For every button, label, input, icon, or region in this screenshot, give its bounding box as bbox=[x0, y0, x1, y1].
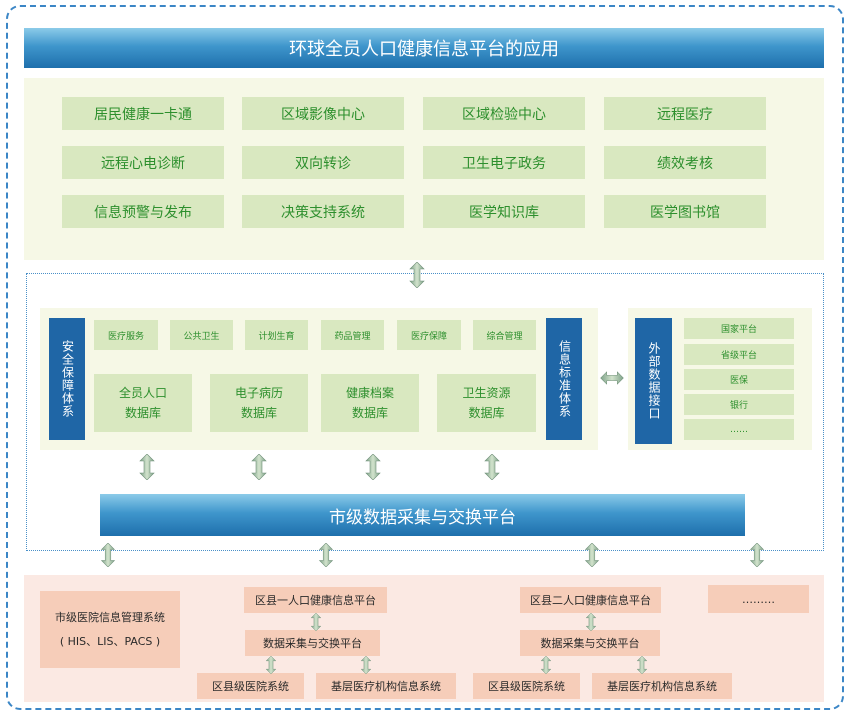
db-emr[interactable]: 电子病历 数据库 bbox=[210, 374, 308, 432]
security-system-label: 安全保障体系 bbox=[60, 340, 75, 418]
db-health-resource-line1: 卫生资源 bbox=[462, 386, 511, 400]
double-arrow-icon bbox=[749, 543, 765, 567]
db-health-record[interactable]: 健康档案 数据库 bbox=[321, 374, 419, 432]
app-early-warning[interactable]: 信息预警与发布 bbox=[62, 195, 224, 228]
double-arrow-icon bbox=[251, 454, 267, 480]
double-arrow-icon bbox=[265, 656, 277, 674]
app-imaging-center[interactable]: 区域影像中心 bbox=[242, 97, 404, 130]
outer-frame bbox=[6, 5, 844, 710]
platform-application-title: 环球全员人口健康信息平台的应用 bbox=[289, 39, 559, 60]
city-hospital-his-systems: ( HIS、LIS、PACS ) bbox=[59, 634, 161, 648]
double-arrow-icon bbox=[318, 543, 334, 567]
double-arrow-icon bbox=[540, 656, 552, 674]
external-interface-label: 外部数据接口 bbox=[647, 342, 661, 420]
app-knowledge-base[interactable]: 医学知识库 bbox=[423, 195, 585, 228]
county1-hospital-system[interactable]: 区县级医院系统 bbox=[197, 673, 304, 699]
double-arrow-horizontal-icon bbox=[600, 371, 624, 385]
info-standard-bar: 信息标准体系 bbox=[546, 318, 582, 440]
app-telemedicine[interactable]: 远程医疗 bbox=[604, 97, 766, 130]
app-medical-library[interactable]: 医学图书馆 bbox=[604, 195, 766, 228]
external-interface-bar: 外部数据接口 bbox=[635, 318, 672, 444]
app-health-card[interactable]: 居民健康一卡通 bbox=[62, 97, 224, 130]
db-population-line1: 全员人口 bbox=[118, 386, 167, 400]
county2-grassroots-system[interactable]: 基层医疗机构信息系统 bbox=[592, 673, 732, 699]
db-emr-line1: 电子病历 bbox=[234, 386, 283, 400]
ext-more[interactable]: …… bbox=[684, 419, 794, 440]
db-population-line2: 数据库 bbox=[124, 406, 161, 420]
double-arrow-icon bbox=[585, 613, 597, 631]
double-arrow-icon bbox=[139, 454, 155, 480]
county2-health-platform[interactable]: 区县二人口健康信息平台 bbox=[520, 587, 661, 613]
db-population[interactable]: 全员人口 数据库 bbox=[94, 374, 192, 432]
app-remote-ecg[interactable]: 远程心电诊断 bbox=[62, 146, 224, 179]
double-arrow-icon bbox=[365, 454, 381, 480]
county1-exchange-platform[interactable]: 数据采集与交换平台 bbox=[245, 630, 380, 656]
double-arrow-icon bbox=[100, 543, 116, 567]
biz-general-management[interactable]: 综合管理 bbox=[473, 320, 536, 350]
platform-application-banner: 环球全员人口健康信息平台的应用 bbox=[24, 28, 824, 68]
county1-health-platform[interactable]: 区县一人口健康信息平台 bbox=[244, 587, 387, 613]
double-arrow-icon bbox=[409, 262, 425, 288]
double-arrow-icon bbox=[310, 613, 322, 631]
double-arrow-icon bbox=[360, 656, 372, 674]
exchange-platform-banner: 市级数据采集与交换平台 bbox=[100, 494, 745, 536]
db-health-record-line1: 健康档案 bbox=[345, 386, 394, 400]
city-hospital-his-name: 市级医院信息管理系统 bbox=[55, 610, 165, 624]
app-referral[interactable]: 双向转诊 bbox=[242, 146, 404, 179]
db-health-record-line2: 数据库 bbox=[351, 406, 388, 420]
ext-provincial-platform[interactable]: 省级平台 bbox=[684, 344, 794, 365]
info-standard-label: 信息标准体系 bbox=[557, 340, 572, 418]
app-performance[interactable]: 绩效考核 bbox=[604, 146, 766, 179]
double-arrow-icon bbox=[584, 543, 600, 567]
security-system-bar: 安全保障体系 bbox=[49, 318, 85, 440]
double-arrow-icon bbox=[484, 454, 500, 480]
biz-public-health[interactable]: 公共卫生 bbox=[170, 320, 233, 350]
app-e-government[interactable]: 卫生电子政务 bbox=[423, 146, 585, 179]
app-decision-support[interactable]: 决策支持系统 bbox=[242, 195, 404, 228]
db-health-resource[interactable]: 卫生资源 数据库 bbox=[437, 374, 536, 432]
ext-bank[interactable]: 银行 bbox=[684, 394, 794, 415]
db-emr-line2: 数据库 bbox=[240, 406, 277, 420]
more-systems[interactable]: ……… bbox=[708, 585, 809, 613]
city-hospital-his[interactable]: 市级医院信息管理系统 ( HIS、LIS、PACS ) bbox=[40, 591, 180, 668]
db-health-resource-line2: 数据库 bbox=[468, 406, 505, 420]
ext-medical-insurance[interactable]: 医保 bbox=[684, 369, 794, 390]
county2-exchange-platform[interactable]: 数据采集与交换平台 bbox=[520, 630, 660, 656]
county2-hospital-system[interactable]: 区县级医院系统 bbox=[473, 673, 580, 699]
exchange-platform-title: 市级数据采集与交换平台 bbox=[329, 507, 516, 528]
app-lab-center[interactable]: 区域检验中心 bbox=[423, 97, 585, 130]
biz-medical-service[interactable]: 医疗服务 bbox=[94, 320, 158, 350]
biz-medical-insurance[interactable]: 医疗保障 bbox=[397, 320, 461, 350]
biz-drug-management[interactable]: 药品管理 bbox=[321, 320, 384, 350]
platform-core-region bbox=[26, 273, 824, 551]
biz-family-planning[interactable]: 计划生育 bbox=[245, 320, 308, 350]
ext-national-platform[interactable]: 国家平台 bbox=[684, 318, 794, 339]
county1-grassroots-system[interactable]: 基层医疗机构信息系统 bbox=[316, 673, 456, 699]
double-arrow-icon bbox=[636, 656, 648, 674]
